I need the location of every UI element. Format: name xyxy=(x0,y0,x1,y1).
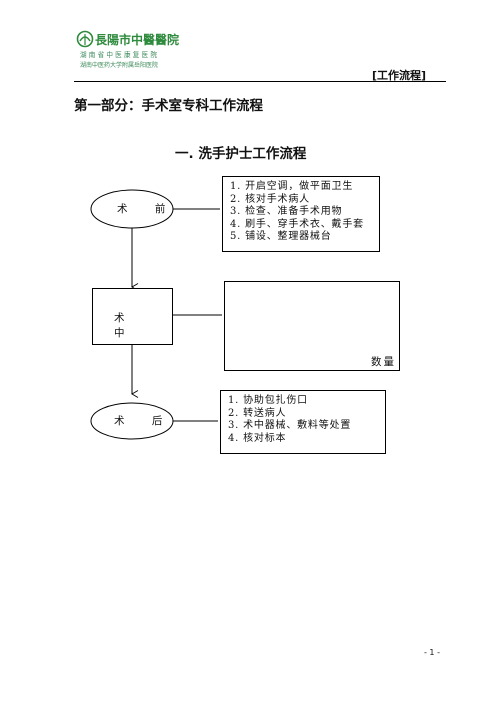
node-pre-label: 术 前 xyxy=(117,203,178,215)
pre-steps-list: 1. 开启空调，做平面卫生 2. 核对手术病人 3. 检查、准备手术用物 4. … xyxy=(223,177,379,244)
post-steps-list: 1. 协助包扎伤口 2. 转送病人 3. 术中器械、敷料等处置 4. 核对标本 xyxy=(221,391,385,445)
node-mid: 术 中 xyxy=(92,288,173,345)
node-post-shape xyxy=(90,402,174,440)
node-pre-shape xyxy=(90,189,174,229)
list-item: 1. 开启空调，做平面卫生 xyxy=(230,181,354,192)
mid-note: 数量 xyxy=(371,356,396,368)
post-steps-box: 1. 协助包扎伤口 2. 转送病人 3. 术中器械、敷料等处置 4. 核对标本 xyxy=(220,390,386,454)
list-item: 2. 转送病人 xyxy=(228,407,287,419)
page-number: - 1 - xyxy=(424,648,440,657)
header-tag: [工作流程] xyxy=(372,69,427,82)
logo-line1: 湖南省中医康复医院 xyxy=(80,50,159,59)
list-item: 2. 核对手术病人 xyxy=(230,193,310,205)
list-item: 5. 铺设、整理器械台 xyxy=(230,231,332,243)
logo-line2: 湖南中医药大学附属岳阳医院 xyxy=(80,61,158,69)
logo-title: 長陽市中醫醫院 xyxy=(95,32,179,47)
list-item: 3. 术中器械、敷料等处置 xyxy=(228,420,352,432)
node-mid-label: 术 中 xyxy=(114,312,137,339)
hospital-logo: 長陽市中醫醫院 湖南省中医康复医院 湖南中医药大学附属岳阳医院 xyxy=(76,30,179,69)
logo-emblem-icon xyxy=(76,30,94,48)
list-item: 4. 刷手、穿手术衣、戴手套 xyxy=(230,218,364,230)
part-title: 第一部分：手术室专科工作流程 xyxy=(74,98,263,114)
section-title: 一. 洗手护士工作流程 xyxy=(175,146,307,162)
list-item: 3. 检查、准备手术用物 xyxy=(230,206,343,218)
list-item: 4. 核对标本 xyxy=(228,432,287,444)
list-item: 1. 协助包扎伤口 xyxy=(228,395,308,406)
node-post-label: 术 后 xyxy=(114,415,175,427)
pre-steps-box: 1. 开启空调，做平面卫生 2. 核对手术病人 3. 检查、准备手术用物 4. … xyxy=(222,176,380,252)
mid-steps-box: 数量 xyxy=(224,281,400,371)
header-rule xyxy=(74,81,446,82)
